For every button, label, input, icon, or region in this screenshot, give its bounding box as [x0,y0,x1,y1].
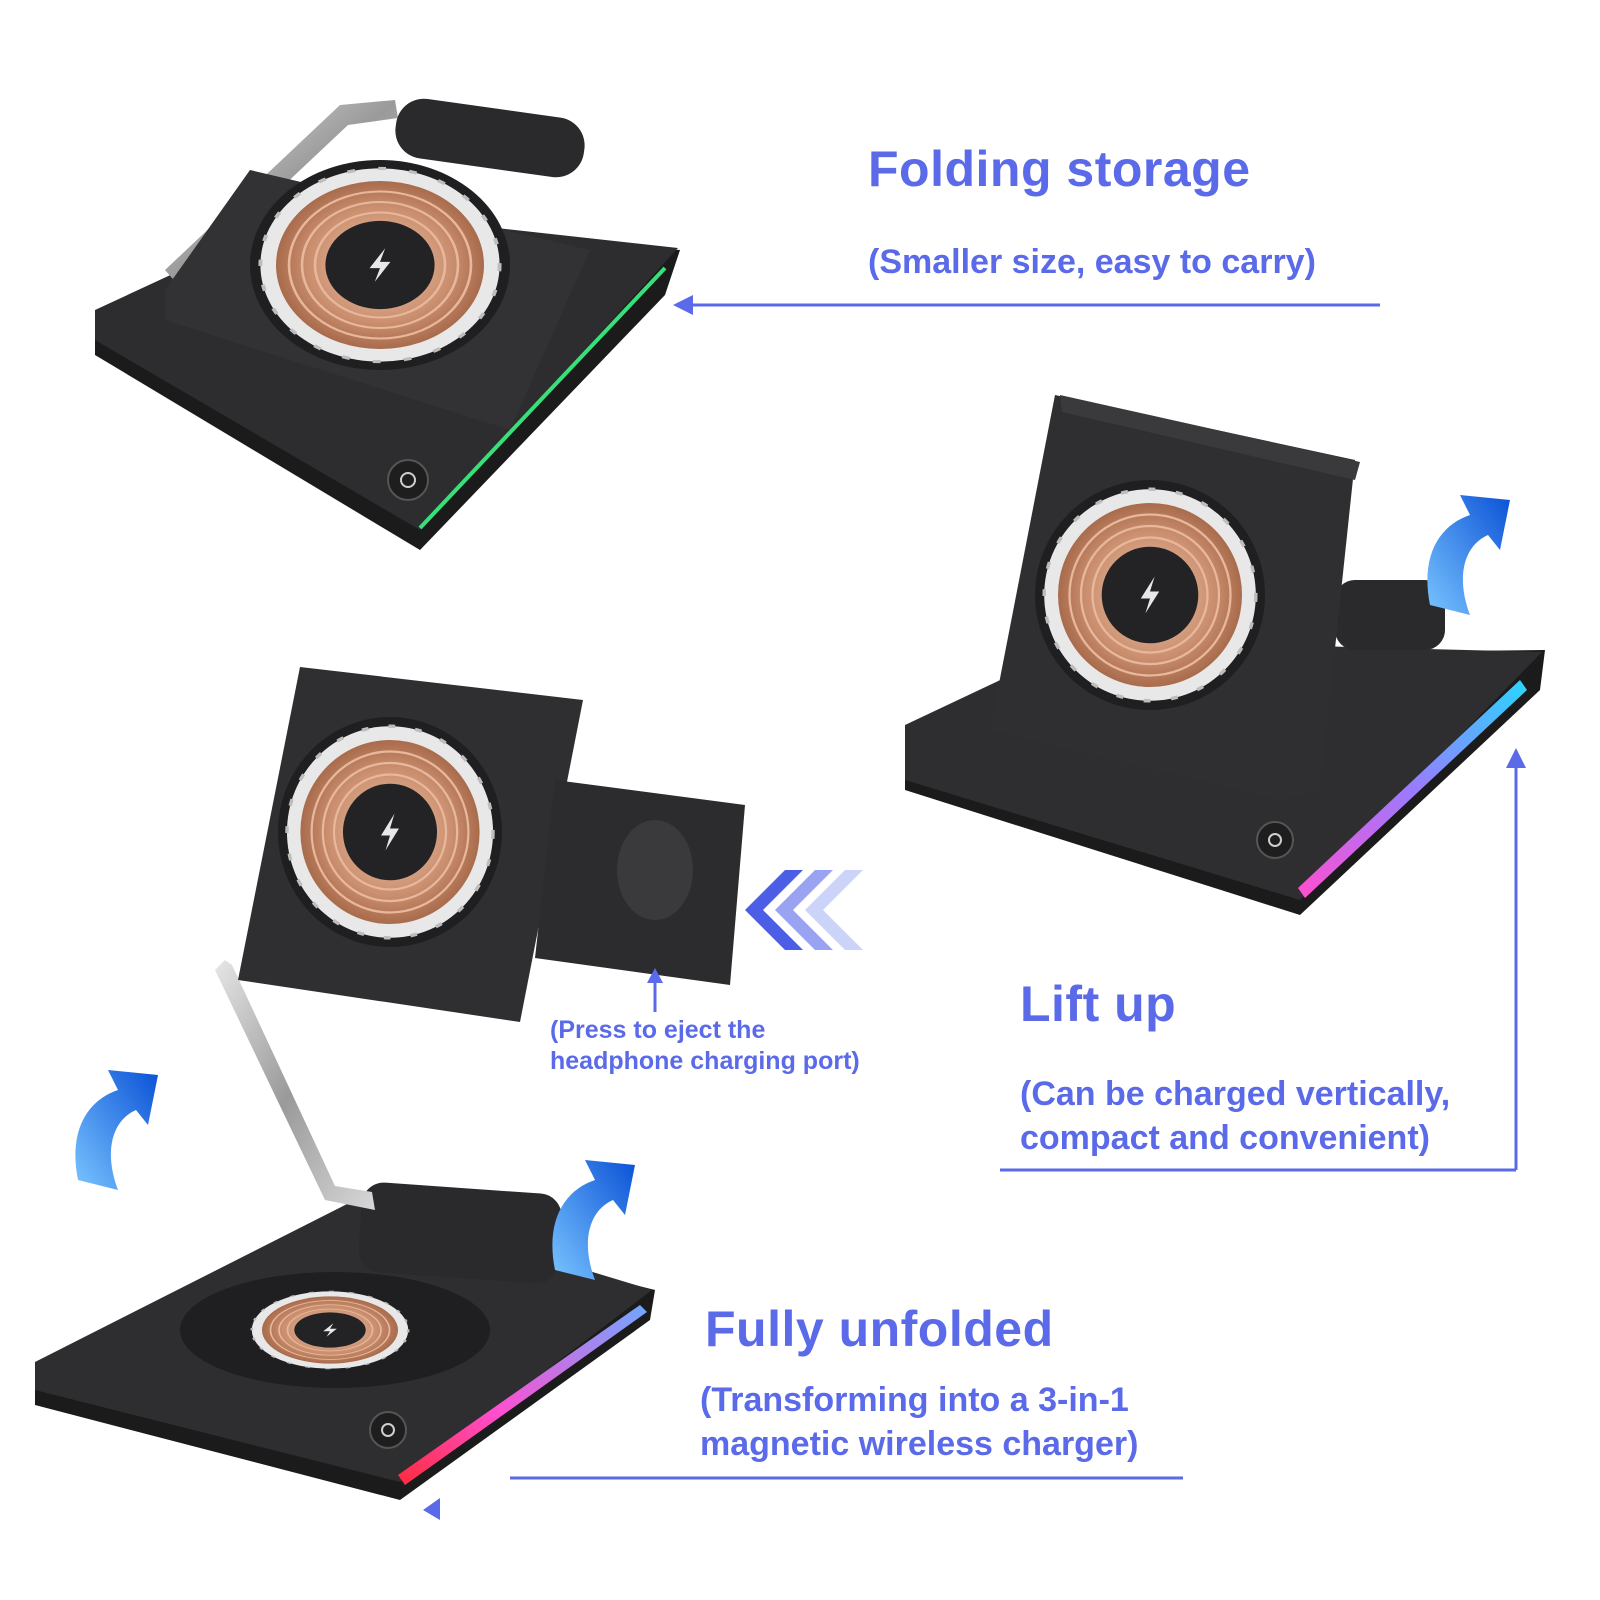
folding-title: Folding storage [868,141,1251,197]
lightning-icon [276,715,504,949]
lightning-icon [1033,478,1267,712]
light-bulb-icon [387,459,429,501]
chevron-left-icon [745,870,863,950]
lift-title: Lift up [1020,976,1177,1032]
curved-arrow-icon [75,1070,158,1190]
curved-arrow-icon [1427,495,1510,615]
eject-note-line1: (Press to eject the [550,1016,766,1044]
arrow-heads [423,295,1526,1520]
lightning-icon [248,158,512,372]
lift-up-charger [905,395,1545,915]
unfolded-charger [35,667,745,1500]
curved-arrow-icon [552,1160,635,1280]
lift-subtitle-line1: (Can be charged vertically, [1020,1075,1451,1113]
folding-subtitle: (Smaller size, easy to carry) [868,243,1316,281]
connector-lines [510,303,1518,1480]
eject-note-line2: headphone charging port) [550,1047,860,1075]
unfolded-title: Fully unfolded [705,1301,1054,1357]
lift-subtitle-line2: compact and convenient) [1020,1119,1430,1157]
unfolded-subtitle-line1: (Transforming into a 3-in-1 [700,1381,1129,1419]
light-bulb-icon [1256,821,1294,859]
unfolded-subtitle-line2: magnetic wireless charger) [700,1425,1139,1463]
folding-charger [95,98,680,550]
